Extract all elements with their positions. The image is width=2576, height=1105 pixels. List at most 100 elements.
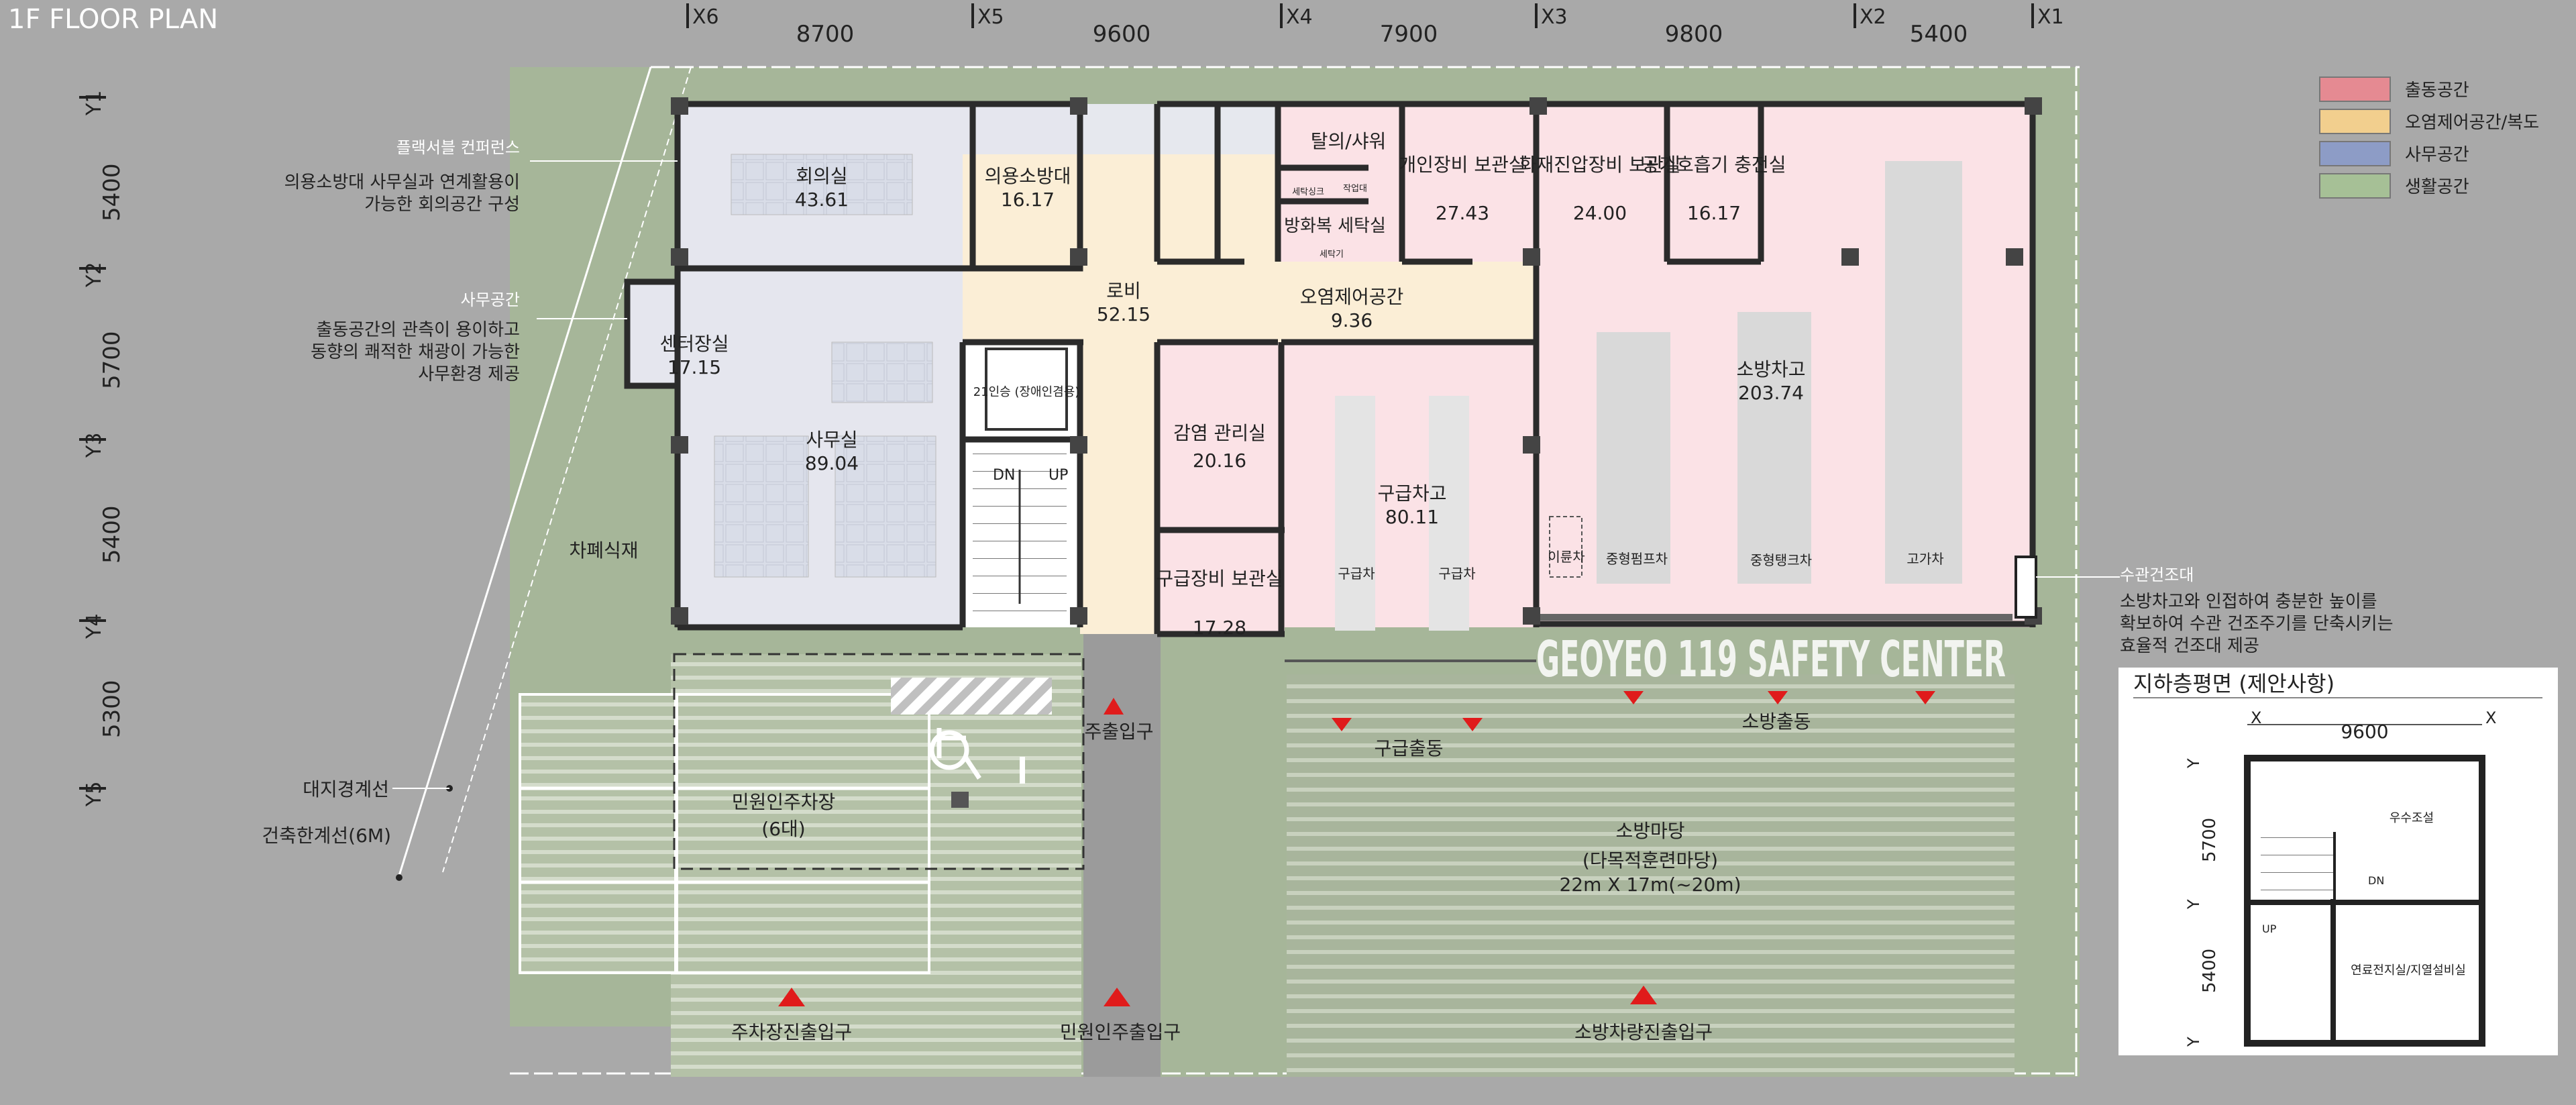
road-strip [1083,634,1161,1077]
room-lobby-name: 로비 [1106,280,1141,302]
conference-table [731,154,913,215]
grid-y3: Y3 [83,433,106,458]
room-chief-area: 17.15 [667,356,721,378]
legend-swatches [2319,76,2391,199]
legend-swatch [2319,109,2391,134]
setback-line-diagonal [442,66,692,873]
room-ambulance-garage-name: 구급차고 [1377,482,1446,505]
parking-area [519,693,930,974]
label-planting: 차폐식재 [569,539,638,562]
inset-dim-x: 9600 [2341,721,2388,743]
column-parking [951,792,969,808]
room-contamination-area: 9.36 [1331,309,1373,331]
dim-x-4: 9800 [1665,21,1723,48]
inset-room-1: 우수조설 [2390,811,2434,825]
label-parking-entrance: 주차장진출입구 [731,1021,852,1043]
scba-room-fill [1667,104,1761,262]
inset-room-2: 연료전지실/지열설비실 [2351,963,2466,978]
room-chief-name: 센터장실 [659,333,729,355]
fire-yard [1287,674,2015,1077]
room-fire-garage-name: 소방차고 [1736,358,1805,380]
parking-dashed-outline [673,653,1085,870]
inset-dim-y2: 5400 [2200,949,2220,993]
room-fire-gear-area: 24.00 [1573,202,1627,224]
columns [671,97,2042,625]
label-amb1: 구급차 [1338,566,1375,582]
room-scba-area: 16.17 [1687,202,1741,224]
annotation-3-line-2: 확보하여 수관 건조주기를 단축시키는 [2120,614,2394,634]
dim-x-1: 8700 [796,21,855,48]
dim-x-5: 5400 [1910,21,1968,48]
room-office-name: 사무실 [806,429,857,451]
annotation-3-line-3: 효율적 건조대 제공 [2120,636,2259,656]
grid-x1: X1 [2037,5,2064,29]
setback-marker [396,874,402,881]
accessible-parking-stripe [891,678,1052,715]
inset-x-right: X [2485,708,2496,727]
inset-title: 지하층평면 (제안사항) [2133,671,2334,696]
annotation-1-line-1: 의용소방대 사무실과 연계활용이 [284,172,520,193]
dim-y-4: 5300 [99,680,125,738]
room-laundry-name: 방화복 세탁실 [1284,216,1386,236]
room-conference-area: 43.61 [795,189,849,211]
label-washer-sink: 세탁싱크 [1292,187,1324,197]
label-boundary: 대지경계선 [303,778,389,800]
room-office-area: 89.04 [805,452,859,474]
room-volunteer-name: 의용소방대 [985,165,1071,187]
office-desks-2 [714,435,809,578]
annotation-3-title: 수관건조대 [2120,566,2194,584]
label-pump: 중형펌프차 [1606,551,1668,567]
label-fire-dispatch: 소방출동 [1741,711,1811,733]
room-fire-gear-name: 화재진압장비 보관실 [1519,154,1681,176]
room-shower-name: 탈의/샤워 [1311,130,1386,152]
room-ambulance-garage-area: 80.11 [1385,506,1439,528]
walls [624,101,2036,637]
grid-y4: Y4 [83,614,106,639]
room-personal-gear-name: 개인장비 보관실 [1399,154,1525,176]
grid-y2: Y2 [83,262,106,288]
bay-tank [1737,312,1811,584]
bay-amb1 [1335,396,1375,631]
legend-label-office: 사무공간 [2405,145,2469,165]
grid-x2: X2 [1860,5,1886,29]
annotation-2-title: 사무공간 [461,291,520,309]
bay-amb2 [1429,396,1469,631]
bay-ladder [1885,161,1962,584]
label-stair-dn: DN [993,467,1015,484]
room-ems-gear-area: 17.28 [1193,617,1246,639]
label-washer: 세탁기 [1320,250,1344,260]
grid-x4: X4 [1286,5,1313,29]
legend-swatch [2319,173,2391,199]
inset-stairs [2261,832,2333,899]
label-stair-up: UP [1049,467,1068,484]
dim-x-2: 9600 [1093,21,1151,48]
label-motorbike: 이륜차 [1548,549,1585,565]
annotation-3-line-1: 소방차고와 인접하여 충분한 높이를 [2120,592,2377,612]
page-title: 1F FLOOR PLAN [8,4,218,35]
legend-label-dispatch: 출동공간 [2405,81,2469,101]
label-civil-entrance: 민원인주출입구 [1060,1021,1181,1043]
bay-motorbike [1549,516,1582,578]
hose-dryer [2015,556,2037,619]
room-infection-area: 20.16 [1193,450,1246,472]
room-conference-name: 회의실 [796,165,847,187]
personal-gear [1402,104,1536,262]
legend-swatch [2319,141,2391,166]
room-fire-garage-area: 203.74 [1738,382,1804,404]
bollard [1020,757,1025,784]
annotation-2-line-1: 출동공간의 관측이 용이하고 [316,320,520,340]
inset-dn: DN [2368,874,2384,887]
inset-dim-y1: 5700 [2200,818,2220,862]
grid-y5: Y5 [83,782,106,807]
ambulance-garage [1285,342,1536,627]
room-parking-name: 민원인주차장 [732,791,836,813]
office-desks-1 [831,341,933,403]
grid-y1: Y1 [83,91,106,116]
infection-room [1157,342,1285,530]
label-tank: 중형탱크차 [1750,552,1812,568]
dim-y-1: 5400 [99,163,125,221]
annotation-1-line-2: 가능한 회의공간 구성 [364,195,520,215]
room-ems-gear-name: 구급장비 보관실 [1156,568,1283,590]
room-elevator-name: 21인승 (장애인겸용) [973,385,1080,399]
